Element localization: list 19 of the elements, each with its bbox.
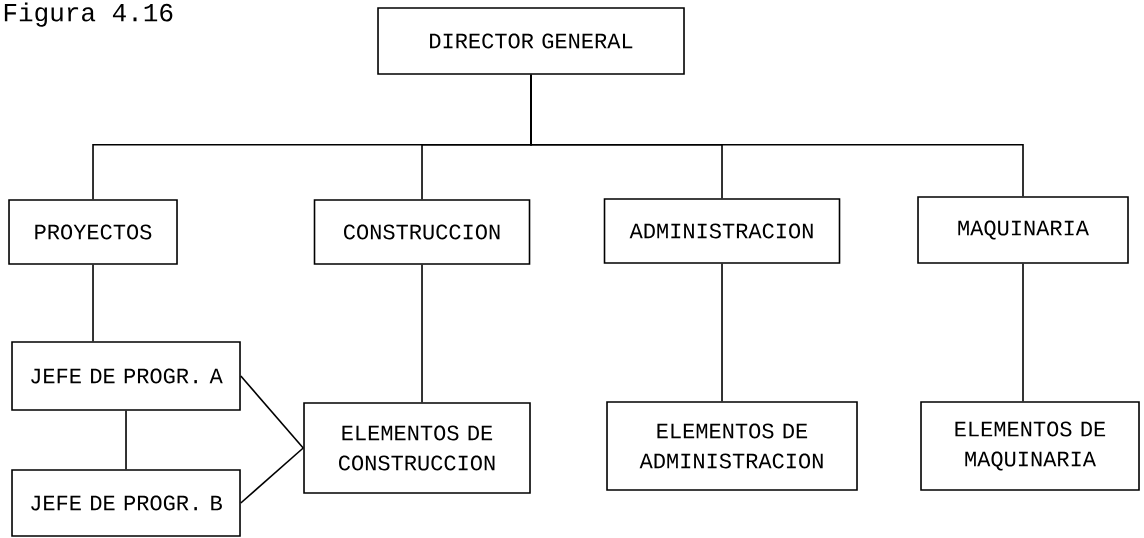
figure-label: Figura 4.16 — [4, 2, 173, 27]
connector-line — [125, 410, 127, 470]
connector-line — [421, 264, 423, 403]
org-box: ELEMENTOS DE ADMINISTRACION — [606, 401, 858, 491]
connector-line — [240, 375, 304, 449]
connector-line — [240, 447, 304, 504]
org-box: PROYECTOS — [8, 199, 178, 265]
org-box: ELEMENTOS DE MAQUINARIA — [920, 401, 1140, 491]
connector-line — [1022, 263, 1024, 402]
org-box: MAQUINARIA — [917, 196, 1129, 264]
org-box: JEFE DE PROGR. B — [11, 469, 241, 537]
org-box: DIRECTOR GENERAL — [377, 7, 685, 75]
connector-line — [92, 264, 94, 342]
connector-line — [530, 74, 1024, 197]
connector-line — [721, 263, 723, 402]
org-box: ELEMENTOS DE CONSTRUCCION — [303, 402, 531, 494]
org-box: JEFE DE PROGR. A — [11, 341, 241, 411]
org-box: ADMINISTRACION — [603, 198, 841, 264]
org-box: CONSTRUCCION — [313, 199, 531, 265]
